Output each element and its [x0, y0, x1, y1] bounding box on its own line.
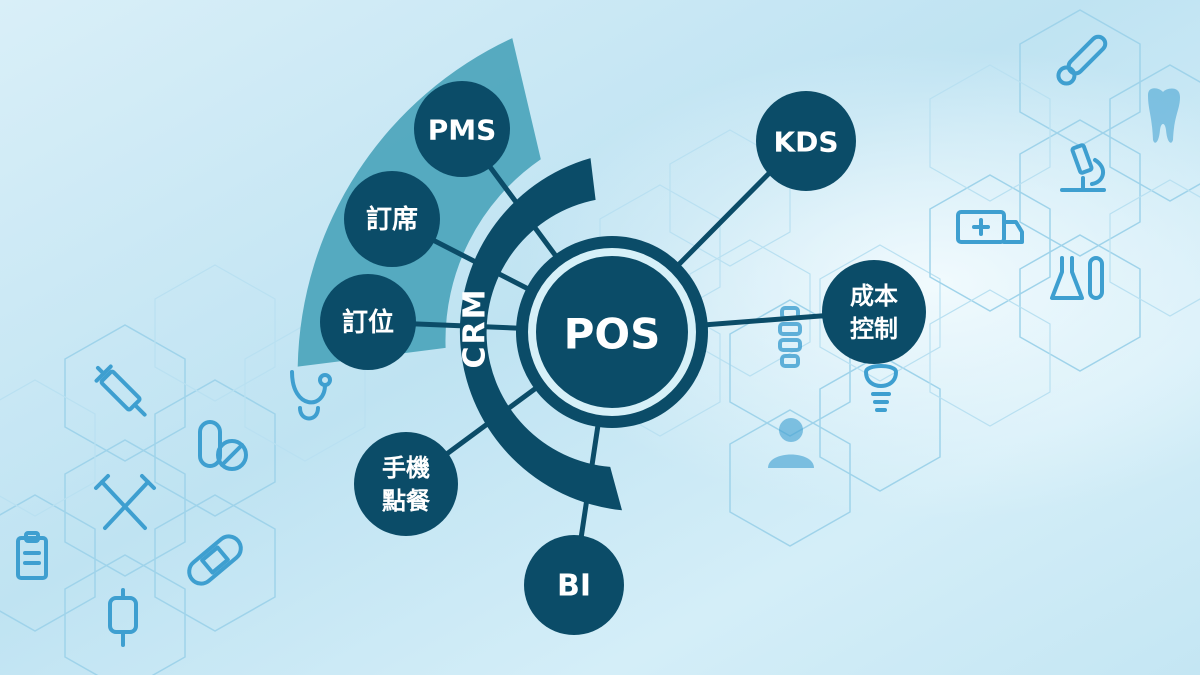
pills-icon [198, 420, 248, 471]
clipboard-icon [16, 531, 48, 580]
crutches-icon [94, 474, 156, 530]
node-cost-control[interactable]: 成本 控制 [822, 260, 926, 364]
syringe-icon [94, 364, 147, 417]
pos-label: POS [564, 310, 661, 359]
node-cost-control-line1: 成本 [850, 282, 898, 310]
node-booking[interactable]: 訂席 [344, 171, 440, 267]
node-pms[interactable]: PMS [414, 81, 510, 177]
node-cost-control-line2: 控制 [850, 315, 898, 343]
bandage-icon [187, 534, 243, 586]
node-mobile-order-line1: 手機 [382, 454, 430, 482]
node-pms-label: PMS [428, 114, 497, 147]
ambulance-icon [956, 210, 1024, 244]
tooth-icon [1148, 88, 1180, 143]
node-booking-label: 訂席 [366, 204, 418, 235]
node-bi-label: BI [557, 569, 591, 604]
node-kds[interactable]: KDS [756, 91, 856, 191]
crm-ring-label: CRM [458, 288, 493, 369]
pos-center-node[interactable]: POS [516, 236, 708, 428]
stethoscope-icon [290, 370, 332, 421]
node-reservation[interactable]: 訂位 [320, 274, 416, 370]
node-kds-label: KDS [773, 126, 838, 159]
implant-icon [864, 364, 898, 412]
node-mobile-order-line2: 點餐 [382, 487, 431, 515]
crm-ring [459, 158, 622, 511]
iv-bag-icon [108, 588, 138, 647]
doctor-icon [768, 418, 814, 468]
test-tubes-icon [1050, 256, 1104, 300]
microscope-icon [1060, 143, 1106, 192]
node-reservation-label: 訂位 [342, 307, 394, 338]
node-bi[interactable]: BI [524, 535, 624, 635]
node-mobile-order[interactable]: 手機 點餐 [354, 432, 458, 536]
thermometer-icon [1056, 34, 1108, 86]
